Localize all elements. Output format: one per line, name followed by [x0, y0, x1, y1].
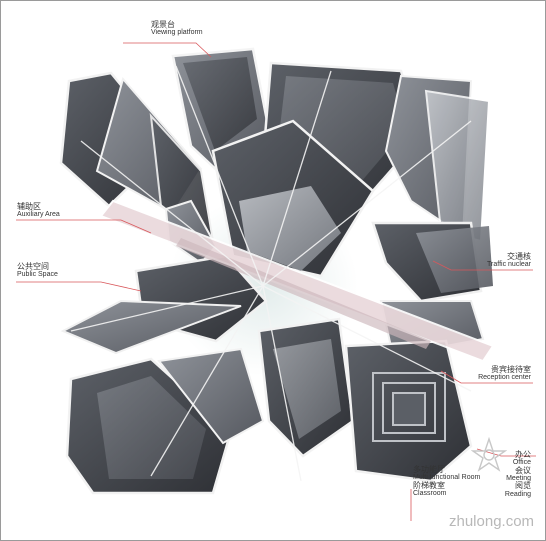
- label-auxiliary-area-en: Auxiliary Area: [17, 211, 60, 219]
- label-classroom-cn: 阶梯教室: [413, 480, 445, 490]
- label-reception-center: 贵宾接待室 Reception center: [478, 365, 531, 382]
- watermark-text: zhulong.com: [449, 513, 535, 530]
- classroom-step-2: [382, 382, 436, 434]
- fragment-bottom-center-inner: [273, 339, 341, 439]
- fragment-viewing-platform-inner: [183, 57, 257, 151]
- label-multi-functional-cn1: 多功能厅: [413, 465, 445, 474]
- classroom-step-3: [392, 392, 426, 426]
- radiating-beams: [70, 65, 472, 482]
- label-public-space: 公共空间 Public Space: [17, 262, 58, 279]
- label-viewing-platform-en: Viewing platform: [151, 29, 203, 37]
- label-traffic-nuclear-cn: 交通核: [507, 252, 531, 261]
- label-classroom-en: Classroom: [413, 490, 447, 498]
- label-public-space-en: Public Space: [17, 271, 58, 279]
- label-multi-functional: 多功能厅 Multi functional Room 阶梯教室 Classroo…: [413, 465, 481, 498]
- bridge-corridor-shadow: [176, 238, 431, 349]
- label-viewing-platform: 观景台 Viewing platform: [151, 20, 203, 37]
- label-office-en: Office: [512, 459, 531, 467]
- leader-lines: [16, 42, 536, 521]
- label-traffic-nuclear: 交通核 Traffic nuclear: [487, 252, 531, 269]
- label-office-cn: 办公: [515, 450, 531, 459]
- fragment-right-traffic2: [416, 226, 493, 293]
- label-auxiliary-area: 辅助区 Auxiliary Area: [17, 202, 60, 219]
- fragment-center-box-floor: [239, 186, 341, 271]
- label-meeting-cn: 会议: [515, 465, 531, 475]
- label-office-group: 办公 Office 会议 Meeting 阅览 Reading: [504, 450, 531, 498]
- label-reception-center-en: Reception center: [478, 374, 531, 382]
- fragment-left-wedge: [60, 299, 242, 355]
- fragment-bottom-left-inner: [97, 376, 206, 479]
- label-meeting-en: Meeting: [506, 475, 531, 483]
- label-reading-cn: 阅览: [515, 481, 531, 491]
- classroom-step-1: [372, 372, 446, 442]
- watermark-star-icon: [471, 437, 507, 472]
- fragment-bottom-left-2: [157, 347, 265, 445]
- label-viewing-platform-cn: 观景台: [151, 20, 175, 29]
- label-reception-center-cn: 贵宾接待室: [491, 365, 531, 374]
- label-multi-functional-en: Multi functional Room: [413, 474, 481, 482]
- label-traffic-nuclear-en: Traffic nuclear: [487, 261, 531, 269]
- label-auxiliary-area-cn: 辅助区: [17, 202, 41, 211]
- label-reading-en: Reading: [504, 490, 531, 498]
- label-public-space-cn: 公共空间: [17, 262, 49, 271]
